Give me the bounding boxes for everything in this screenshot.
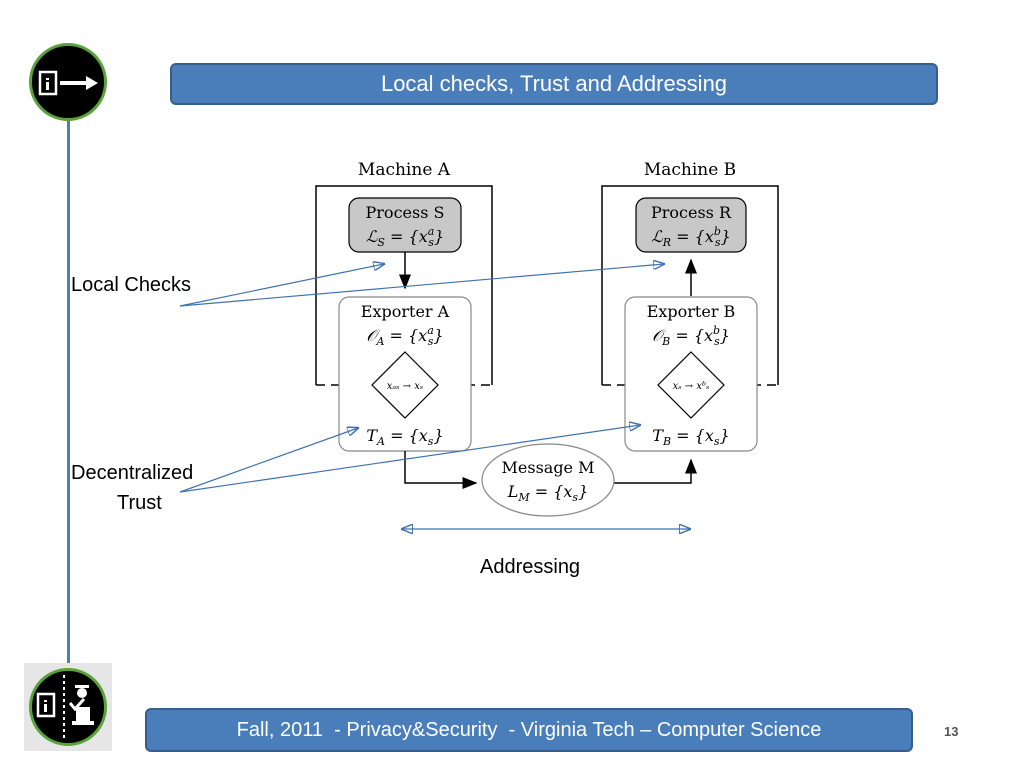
machine-b-box	[601, 185, 779, 385]
message-ellipse	[481, 443, 615, 517]
vertical-rule	[67, 115, 70, 675]
mapping-a-diamond	[371, 351, 439, 419]
phone-arrow-icon	[29, 43, 107, 121]
message-name: Message M	[502, 458, 595, 477]
decentralized-label: Decentralized	[71, 462, 194, 484]
phone-person-icon	[29, 668, 107, 746]
slide-footer: Fall, 2011 - Privacy&Security - Virginia…	[145, 708, 913, 752]
process-s-name: Process S	[366, 203, 445, 222]
process-r-name: Process R	[651, 203, 732, 222]
exporter-a-name: Exporter A	[361, 302, 450, 321]
slide-title: Local checks, Trust and Addressing	[170, 63, 938, 105]
local-check-arrow-a	[179, 264, 384, 307]
process-r-box	[635, 197, 747, 253]
local-check-arrow-b	[179, 264, 664, 307]
mapping-b-text: xₛ → xᵇₛ	[673, 381, 710, 392]
trust-a-formula: TA = {xs}	[366, 426, 443, 448]
message-formula: LM = {xs}	[507, 482, 589, 504]
machine-a-box	[315, 185, 493, 385]
addressing-label: Addressing	[480, 556, 581, 578]
footer-logo-area	[24, 663, 112, 751]
machine-b-label: Machine B	[644, 160, 736, 180]
exporter-b-name: Exporter B	[647, 302, 736, 321]
trust-arrow-b	[179, 425, 640, 493]
mapping-a-text: xₐₛ → xₛ	[387, 381, 424, 392]
exporter-a-to-message-arrow	[404, 451, 478, 489]
page-number: 13	[944, 724, 959, 739]
trust-label: Trust	[117, 492, 162, 514]
local-checks-label: Local Checks	[71, 274, 192, 296]
mapping-b-diamond	[657, 351, 725, 419]
message-to-exporter-b-arrow	[614, 458, 697, 484]
trust-arrow-a	[179, 428, 358, 493]
machine-a-label: Machine A	[358, 160, 451, 180]
trust-b-formula: TB = {xs}	[652, 426, 729, 448]
